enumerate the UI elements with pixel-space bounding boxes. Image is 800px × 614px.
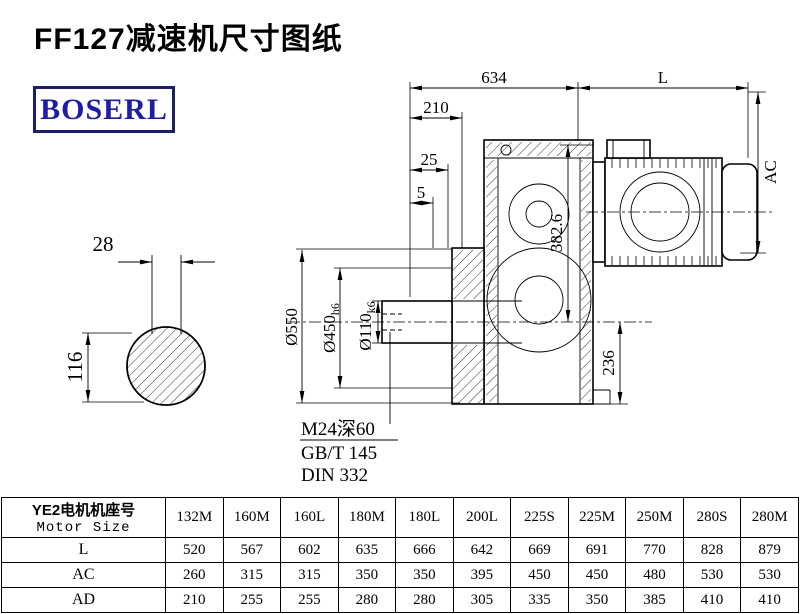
column-header: 200L bbox=[452, 497, 512, 538]
table-cell: 280 bbox=[395, 587, 454, 613]
dim-110-value: Ø110 bbox=[356, 313, 375, 350]
table-cell: 669 bbox=[510, 537, 569, 563]
diameter-dimensions: Ø550 Ø450h6 Ø110k6 bbox=[282, 248, 460, 404]
table-cell: 530 bbox=[740, 562, 799, 588]
table-cell: 602 bbox=[280, 537, 339, 563]
brand-logo: BOSERL bbox=[33, 86, 175, 133]
table-cell: 642 bbox=[452, 537, 512, 563]
dim-116-label: 116 bbox=[63, 352, 87, 383]
gear-large bbox=[486, 247, 592, 353]
column-header: 225M bbox=[567, 497, 627, 538]
column-header: 225S bbox=[510, 497, 569, 538]
shaft-end-view: 28 116 bbox=[63, 232, 215, 406]
motor-size-header-cn: YE2电机机座号 bbox=[31, 502, 136, 519]
height-dimensions: AC 382.6 236 bbox=[547, 91, 780, 405]
column-header: 160M bbox=[222, 497, 282, 538]
table-cell: 350 bbox=[567, 587, 627, 613]
motor-size-header: YE2电机机座号 Motor Size bbox=[1, 497, 166, 538]
dim-L-label: L bbox=[658, 68, 668, 87]
table-cell: 879 bbox=[740, 537, 799, 563]
eye-bolt bbox=[500, 144, 512, 156]
table-cell: 450 bbox=[567, 562, 627, 588]
table-cell: 395 bbox=[452, 562, 512, 588]
dim-AC-label: AC bbox=[761, 160, 780, 184]
note-gbt-label: GB/T 145 bbox=[301, 443, 377, 464]
dim-634-label: 634 bbox=[481, 68, 507, 87]
column-header: 250M bbox=[625, 497, 684, 538]
column-header: 180M bbox=[337, 497, 397, 538]
table-cell: 315 bbox=[280, 562, 339, 588]
dim-382-label: 382.6 bbox=[547, 214, 566, 252]
gearbox-section-view bbox=[288, 139, 772, 405]
table-cell: 280 bbox=[337, 587, 397, 613]
table-cell: 385 bbox=[625, 587, 684, 613]
row-label: AC bbox=[1, 562, 166, 588]
table-cell: 666 bbox=[395, 537, 454, 563]
table-cell: 410 bbox=[740, 587, 799, 613]
table-cell: 350 bbox=[337, 562, 397, 588]
dim-28-label: 28 bbox=[93, 232, 114, 256]
motor-size-header-en: Motor Size bbox=[36, 520, 131, 536]
table-cell: 335 bbox=[510, 587, 569, 613]
note-thread-label: M24深60 bbox=[301, 418, 375, 440]
table-cell: 770 bbox=[625, 537, 684, 563]
dim-450-label: Ø450h6 bbox=[320, 303, 342, 353]
table-cell: 567 bbox=[222, 537, 282, 563]
dim-450-value: Ø450 bbox=[320, 315, 339, 353]
table-cell: 480 bbox=[625, 562, 684, 588]
table-cell: 210 bbox=[165, 587, 224, 613]
table-cell: 305 bbox=[452, 587, 512, 613]
table-cell: 691 bbox=[567, 537, 627, 563]
dim-450-tolerance: h6 bbox=[328, 303, 342, 315]
shaft-section-circle bbox=[126, 326, 206, 406]
dim-550-label: Ø550 bbox=[282, 308, 301, 346]
table-cell: 450 bbox=[510, 562, 569, 588]
column-header: 132M bbox=[165, 497, 224, 538]
top-dimensions: 634 L 210 25 5 bbox=[409, 68, 749, 297]
table-cell: 828 bbox=[682, 537, 742, 563]
table-cell: 315 bbox=[222, 562, 282, 588]
table-cell: 255 bbox=[222, 587, 282, 613]
table-cell: 530 bbox=[682, 562, 742, 588]
table-cell: 255 bbox=[280, 587, 339, 613]
dim-236-label: 236 bbox=[599, 350, 618, 376]
dim-5-label: 5 bbox=[417, 183, 426, 202]
column-header: 180L bbox=[395, 497, 454, 538]
page-title: FF127减速机尺寸图纸 bbox=[34, 23, 343, 56]
note-din-label: DIN 332 bbox=[301, 465, 368, 486]
table-cell: 520 bbox=[165, 537, 224, 563]
table-cell: 635 bbox=[337, 537, 397, 563]
thread-note: M24深60 GB/T 145 DIN 332 bbox=[300, 332, 398, 486]
dim-110-label: Ø110k6 bbox=[356, 301, 378, 350]
column-header: 280S bbox=[682, 497, 742, 538]
dim-25-label: 25 bbox=[421, 150, 438, 169]
column-header: 160L bbox=[280, 497, 339, 538]
table-cell: 350 bbox=[395, 562, 454, 588]
dim-210-label: 210 bbox=[423, 98, 449, 117]
table-cell: 410 bbox=[682, 587, 742, 613]
housing-outline bbox=[483, 139, 594, 405]
row-label: L bbox=[1, 537, 166, 563]
dim-110-tolerance: k6 bbox=[364, 301, 378, 313]
row-label: AD bbox=[1, 587, 166, 613]
table-cell: 260 bbox=[165, 562, 224, 588]
column-header: 280M bbox=[740, 497, 799, 538]
terminal-box bbox=[606, 139, 651, 159]
